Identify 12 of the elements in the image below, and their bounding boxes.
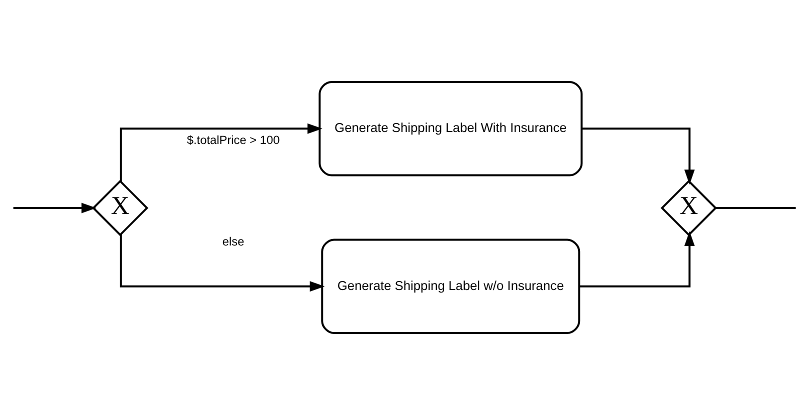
arrow — [579, 230, 695, 287]
node-diamond: X — [660, 179, 717, 236]
arrow — [120, 122, 322, 182]
edge-label: else — [222, 234, 244, 248]
edge-label: $.totalPrice > 100 — [186, 132, 280, 147]
node-box: Generate Shipping Label With Insurance — [318, 80, 583, 176]
connector — [716, 206, 796, 208]
node-box: Generate Shipping Label w/o Insurance — [321, 238, 580, 334]
arrow — [120, 234, 325, 292]
arrow — [582, 127, 695, 184]
node-diamond: X — [92, 179, 148, 236]
arrow — [13, 202, 96, 213]
